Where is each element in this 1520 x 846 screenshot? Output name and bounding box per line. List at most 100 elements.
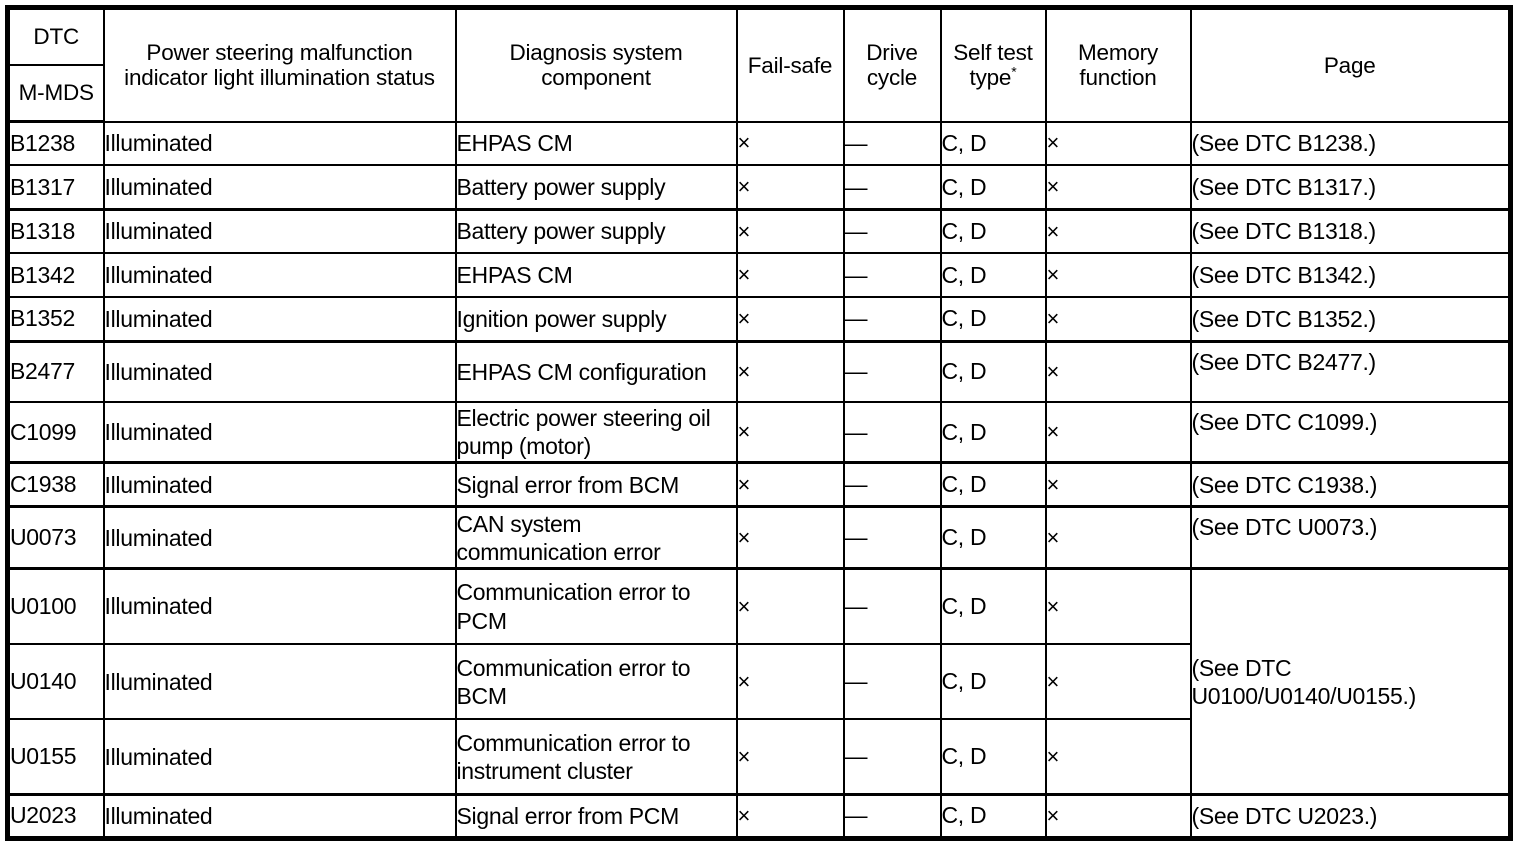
column-header-dtc: DTC (6, 6, 105, 66)
cell-fail-safe: × (735, 296, 845, 343)
cell-dtc-code: C1938 (6, 461, 105, 508)
cell-diagnosis-component: Communication error to BCM (454, 642, 738, 721)
cell-dtc-code: U0155 (6, 718, 105, 796)
cell-self-test-type: C, D (939, 339, 1047, 403)
cell-diagnosis-component: Communication error to PCM (454, 567, 738, 645)
column-header-diagnosis-component: Diagnosis system component (454, 6, 738, 123)
cell-illumination-status: Illuminated (102, 567, 457, 645)
cell-fail-safe: × (735, 718, 845, 796)
cell-fail-safe: × (735, 339, 845, 403)
cell-diagnosis-component: Electric power steering oil pump (motor) (454, 400, 738, 464)
cell-memory-function: × (1044, 120, 1192, 167)
cell-memory-function: × (1044, 296, 1192, 343)
cell-self-test-type: C, D (939, 461, 1047, 508)
cell-dtc-code: B1352 (6, 296, 105, 343)
cell-memory-function: × (1044, 792, 1192, 840)
cell-drive-cycle: — (842, 339, 942, 403)
cell-fail-safe: × (735, 400, 845, 464)
cell-diagnosis-component: Ignition power supply (454, 296, 738, 343)
cell-dtc-code: B1238 (6, 120, 105, 167)
column-header-m-mds: M-MDS (6, 64, 105, 123)
cell-diagnosis-component: Communication error to instrument cluste… (454, 718, 738, 796)
cell-illumination-status: Illuminated (102, 461, 457, 508)
cell-drive-cycle: — (842, 642, 942, 721)
cell-page-reference: (See DTC B1352.) (1189, 296, 1512, 343)
cell-drive-cycle: — (842, 505, 942, 570)
column-header-memory-function: Memory function (1044, 6, 1192, 123)
cell-memory-function: × (1044, 207, 1192, 255)
cell-illumination-status: Illuminated (102, 296, 457, 343)
cell-illumination-status: Illuminated (102, 792, 457, 840)
cell-illumination-status: Illuminated (102, 339, 457, 403)
cell-drive-cycle: — (842, 567, 942, 645)
cell-drive-cycle: — (842, 400, 942, 464)
cell-self-test-type: C, D (939, 505, 1047, 570)
cell-dtc-code: B2477 (6, 339, 105, 403)
column-header-self-test-type: Self test type* (939, 6, 1047, 123)
cell-fail-safe: × (735, 207, 845, 255)
cell-drive-cycle: — (842, 296, 942, 343)
cell-drive-cycle: — (842, 120, 942, 167)
cell-page-reference-merged: (See DTC U0100/U0140/U0155.) (1189, 567, 1512, 796)
header-row-primary: DTC Power steering malfunction indicator… (6, 6, 1512, 123)
cell-illumination-status: Illuminated (102, 642, 457, 721)
self-test-type-label: Self test type (953, 39, 1033, 91)
cell-page-reference: (See DTC B2477.) (1189, 339, 1512, 403)
cell-fail-safe: × (735, 642, 845, 721)
cell-memory-function: × (1044, 505, 1192, 570)
cell-page-reference: (See DTC U2023.) (1189, 792, 1512, 840)
cell-diagnosis-component: Battery power supply (454, 207, 738, 255)
cell-drive-cycle: — (842, 461, 942, 508)
cell-diagnosis-component: EHPAS CM (454, 252, 738, 299)
cell-fail-safe: × (735, 505, 845, 570)
cell-diagnosis-component: Signal error from PCM (454, 792, 738, 840)
cell-drive-cycle: — (842, 718, 942, 796)
cell-dtc-code: C1099 (6, 400, 105, 464)
cell-memory-function: × (1044, 567, 1192, 645)
cell-diagnosis-component: EHPAS CM configuration (454, 339, 738, 403)
cell-self-test-type: C, D (939, 718, 1047, 796)
cell-self-test-type: C, D (939, 120, 1047, 167)
column-header-drive-cycle: Drive cycle (842, 6, 942, 123)
cell-illumination-status: Illuminated (102, 400, 457, 464)
cell-self-test-type: C, D (939, 164, 1047, 211)
cell-dtc-code: B1317 (6, 164, 105, 211)
table-header: DTC Power steering malfunction indicator… (6, 6, 1512, 123)
cell-fail-safe: × (735, 252, 845, 299)
footnote-asterisk: * (1011, 63, 1017, 80)
cell-self-test-type: C, D (939, 792, 1047, 840)
cell-illumination-status: Illuminated (102, 718, 457, 796)
cell-fail-safe: × (735, 120, 845, 167)
cell-illumination-status: Illuminated (102, 207, 457, 255)
cell-drive-cycle: — (842, 207, 942, 255)
cell-dtc-code: U0100 (6, 567, 105, 645)
cell-self-test-type: C, D (939, 207, 1047, 255)
cell-fail-safe: × (735, 461, 845, 508)
cell-page-reference: (See DTC B1318.) (1189, 207, 1512, 255)
cell-drive-cycle: — (842, 164, 942, 211)
cell-dtc-code: B1318 (6, 207, 105, 255)
cell-self-test-type: C, D (939, 252, 1047, 299)
cell-self-test-type: C, D (939, 567, 1047, 645)
cell-memory-function: × (1044, 461, 1192, 508)
column-header-illumination-status: Power steering malfunction indicator lig… (102, 6, 457, 123)
column-header-page: Page (1189, 6, 1512, 123)
cell-diagnosis-component: EHPAS CM (454, 120, 738, 167)
cell-page-reference: (See DTC C1938.) (1189, 461, 1512, 508)
cell-dtc-code: U0073 (6, 505, 105, 570)
cell-page-reference: (See DTC U0073.) (1189, 505, 1512, 570)
cell-diagnosis-component: Battery power supply (454, 164, 738, 211)
cell-page-reference: (See DTC B1238.) (1189, 120, 1512, 167)
